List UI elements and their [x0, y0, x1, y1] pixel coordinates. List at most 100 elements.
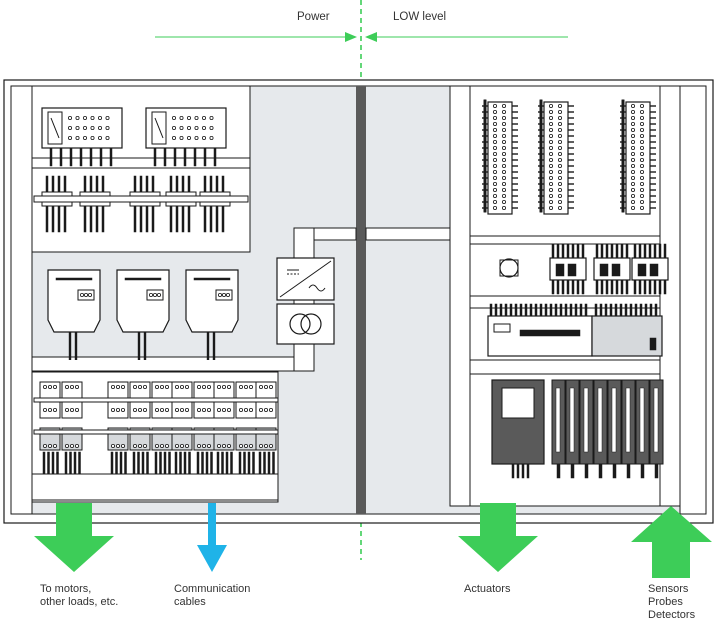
din-rail [469, 235, 681, 245]
relay-window [555, 263, 565, 277]
cable [561, 243, 565, 259]
terminal-screw [640, 122, 645, 127]
terminal-screw [194, 116, 199, 121]
terminal-screw [263, 384, 268, 389]
cable [45, 175, 49, 193]
cable [78, 451, 81, 475]
cable [209, 175, 213, 193]
power-level-indicator [155, 0, 568, 560]
cable [137, 451, 140, 475]
cable [643, 243, 647, 259]
cable [57, 205, 61, 233]
terminal-screw [68, 126, 73, 131]
terminal-screw [116, 384, 121, 389]
cable [604, 303, 608, 317]
cable [625, 279, 629, 295]
terminal-screw [194, 135, 199, 140]
motors-label-line: other loads, etc. [40, 596, 119, 608]
terminal-screw [194, 126, 199, 131]
terminal-screw [142, 384, 147, 389]
drive-button [148, 292, 153, 297]
cable [95, 175, 99, 193]
terminal-screw [549, 199, 554, 204]
cable [59, 147, 63, 167]
cable [551, 243, 555, 259]
drive-button [88, 292, 93, 297]
terminal-screw [631, 116, 636, 121]
transformer-icon [276, 303, 335, 345]
terminal-screw [631, 175, 636, 180]
io-card-slot [569, 387, 575, 453]
cable [605, 243, 609, 259]
terminal-screw [75, 135, 80, 140]
terminal-screw [640, 175, 645, 180]
drive-cable [68, 332, 78, 360]
terminal-screw [238, 443, 243, 448]
terminal-screw [137, 407, 142, 412]
cable [638, 279, 642, 295]
terminal-screw [631, 157, 636, 162]
terminal-screw [492, 181, 497, 186]
cable [556, 463, 561, 479]
cable [526, 463, 530, 479]
drive-button [80, 292, 85, 297]
terminal-screw [640, 110, 645, 115]
terminal-screw [558, 157, 563, 162]
terminal-screw [238, 384, 243, 389]
terminal-screw [186, 116, 191, 121]
sensors-label-line: Detectors [648, 609, 696, 621]
cable [654, 303, 658, 317]
cable [168, 451, 171, 475]
cable [163, 147, 167, 167]
cable [556, 279, 560, 295]
terminal-screw [263, 443, 268, 448]
cable [89, 175, 93, 193]
cable [209, 205, 213, 233]
cable [139, 175, 143, 193]
terminal-screw [268, 407, 273, 412]
terminal-screw [75, 116, 80, 121]
cable [654, 463, 659, 479]
cable [612, 463, 617, 479]
terminal-screw [70, 384, 75, 389]
cabinet-components [33, 99, 669, 479]
terminal-screw [558, 127, 563, 132]
cable [571, 243, 575, 259]
terminal-screw [492, 199, 497, 204]
terminal-screw [501, 104, 506, 109]
terminal-screw [209, 135, 214, 140]
cable [566, 243, 570, 259]
cable-duct [659, 85, 681, 507]
terminal-screw [98, 126, 103, 131]
motor-starter [39, 381, 61, 401]
cable [83, 175, 87, 193]
terminal-screw [492, 151, 497, 156]
cable [639, 303, 643, 317]
cable [633, 243, 637, 259]
terminal-screw [492, 116, 497, 121]
cable [615, 279, 619, 295]
cable [514, 303, 518, 317]
cable [151, 175, 155, 193]
sensors-label: Sensors Probes Detectors [648, 583, 695, 622]
cable [69, 451, 72, 475]
cable [89, 205, 93, 233]
terminal-screw [631, 127, 636, 132]
terminal-screw [549, 127, 554, 132]
cable [584, 463, 589, 479]
terminal-screw [179, 407, 184, 412]
terminal-screw [558, 104, 563, 109]
terminal-screw [558, 193, 563, 198]
cable [539, 303, 543, 317]
terminal-screw [132, 443, 137, 448]
cable [663, 279, 667, 295]
cable [272, 451, 275, 475]
variable-speed-drive [116, 269, 170, 333]
terminal-screw [132, 407, 137, 412]
cable [47, 451, 50, 475]
terminal-screw [171, 135, 176, 140]
drive-cable [137, 332, 147, 360]
terminal-screw [164, 384, 169, 389]
cable [56, 451, 59, 475]
cable [584, 303, 588, 317]
